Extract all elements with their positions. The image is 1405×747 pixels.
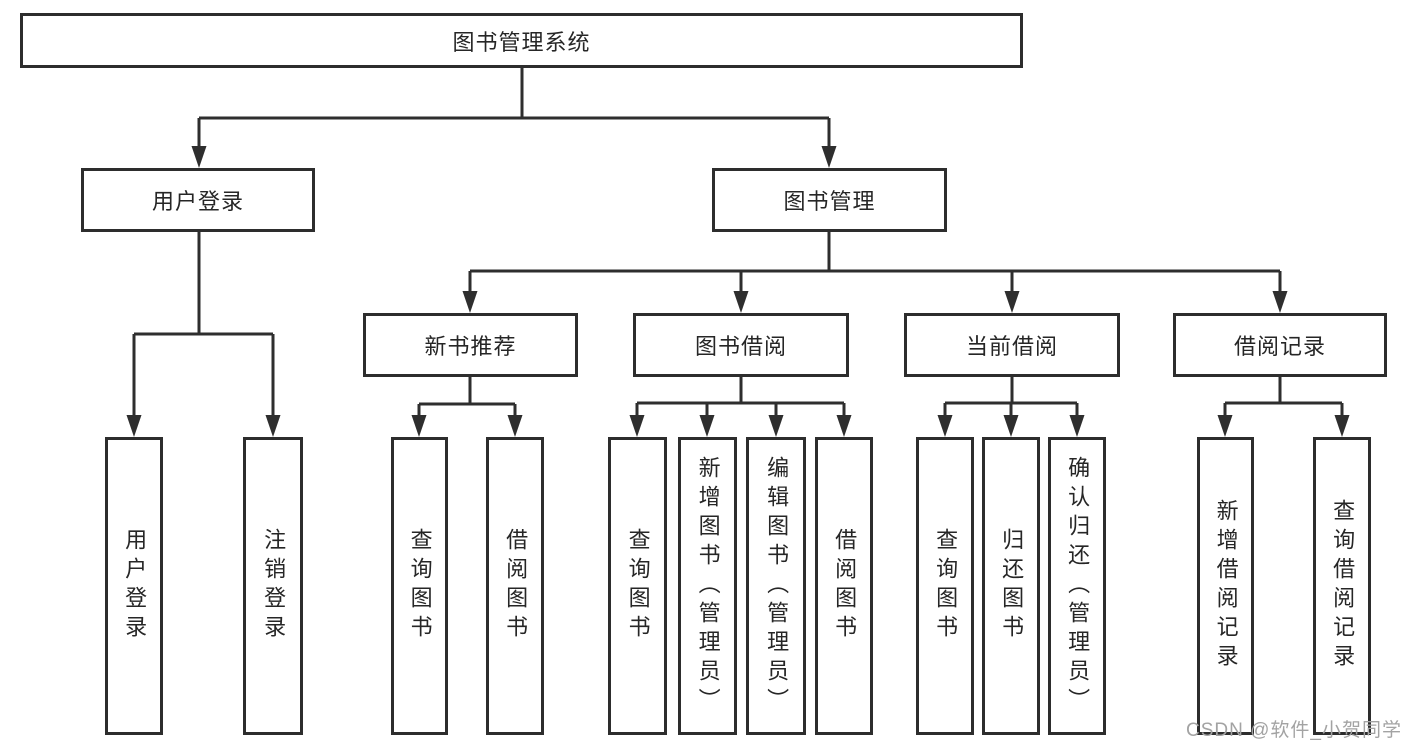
arrow-icon (1069, 415, 1085, 437)
arrow-icon (191, 146, 207, 168)
node-label: 查询图书 (407, 528, 433, 644)
node-label: 借阅记录 (1233, 334, 1326, 359)
node-label: 用户登录 (122, 528, 148, 644)
csdn-watermark: CSDN @软件_小贺同学 (1186, 720, 1402, 741)
arrow-icon (462, 291, 478, 313)
node-label: 图书借阅 (694, 334, 787, 359)
connector-shafts (132, 66, 1344, 419)
node-label: 用户登录 (151, 189, 244, 214)
leaf-add-borrow-record: 新增借阅记录 (1197, 437, 1254, 735)
arrow-icon (768, 415, 784, 437)
arrowheads (126, 146, 1350, 437)
node-label: 新增借阅记录 (1213, 499, 1239, 673)
leaf-user-login: 用户登录 (105, 437, 163, 735)
node-label: 借阅图书 (832, 528, 858, 644)
arrow-icon (937, 415, 953, 437)
arrow-icon (821, 146, 837, 168)
arrow-icon (507, 415, 523, 437)
arrow-icon (733, 291, 749, 313)
arrow-icon (836, 415, 852, 437)
arrow-icon (1003, 415, 1019, 437)
node-label: 确认归还（管理员） (1065, 455, 1091, 717)
arrow-icon (411, 415, 427, 437)
arrow-icon (1272, 291, 1288, 313)
node-root-library-management-system: 图书管理系统 (20, 13, 1023, 68)
node-label: 当前借阅 (965, 334, 1058, 359)
arrow-icon (629, 415, 645, 437)
node-label: 归还图书 (999, 528, 1025, 644)
node-label: 编辑图书（管理员） (764, 455, 790, 717)
node-current-borrowing: 当前借阅 (904, 313, 1120, 377)
node-book-borrowing: 图书借阅 (633, 313, 849, 377)
node-user-login-branch: 用户登录 (81, 168, 315, 232)
node-label: 新增图书（管理员） (695, 455, 721, 717)
node-label: 查询借阅记录 (1330, 499, 1356, 673)
leaf-return-books: 归还图书 (982, 437, 1040, 735)
leaf-query-books-recommend: 查询图书 (391, 437, 448, 735)
leaf-logout: 注销登录 (243, 437, 303, 735)
arrow-icon (1004, 291, 1020, 313)
node-label: 新书推荐 (424, 334, 517, 359)
leaf-confirm-return-admin: 确认归还（管理员） (1048, 437, 1106, 735)
leaf-borrow-books-recommend: 借阅图书 (486, 437, 544, 735)
leaf-add-books-admin: 新增图书（管理员） (678, 437, 737, 735)
arrow-icon (699, 415, 715, 437)
arrow-icon (1334, 415, 1350, 437)
arrow-icon (126, 415, 142, 437)
node-book-management: 图书管理 (712, 168, 947, 232)
node-label: 查询图书 (625, 528, 651, 644)
node-label: 借阅图书 (503, 528, 529, 644)
node-label: 查询图书 (933, 528, 959, 644)
arrow-icon (265, 415, 281, 437)
node-label: 图书管理系统 (452, 29, 591, 55)
node-new-book-recommendation: 新书推荐 (363, 313, 578, 377)
leaf-borrow-books: 借阅图书 (815, 437, 873, 735)
node-label: 注销登录 (261, 528, 287, 644)
arrow-icon (1217, 415, 1233, 437)
leaf-query-borrow-record: 查询借阅记录 (1313, 437, 1371, 735)
leaf-query-books-borrowing: 查询图书 (608, 437, 667, 735)
node-label: 图书管理 (783, 189, 876, 214)
leaf-edit-books-admin: 编辑图书（管理员） (746, 437, 806, 735)
node-borrowing-records: 借阅记录 (1173, 313, 1387, 377)
leaf-query-books-current: 查询图书 (916, 437, 974, 735)
